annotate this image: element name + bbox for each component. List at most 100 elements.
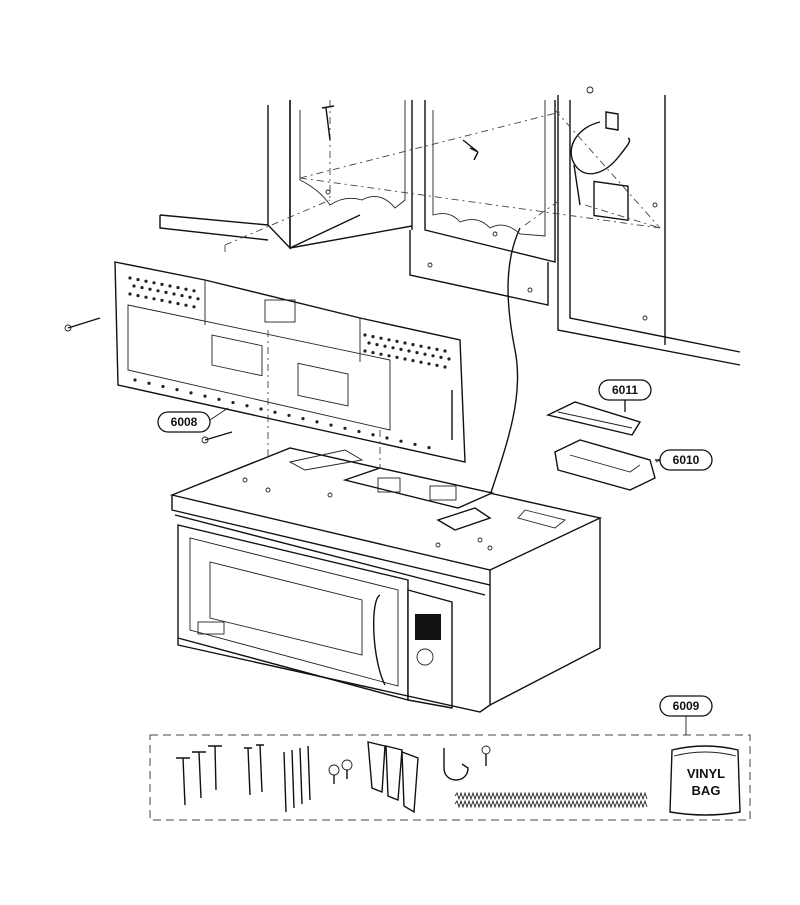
callout-6011: 6011 (598, 379, 652, 412)
anchor-icon (283, 745, 311, 813)
plate-perforation (391, 346, 395, 350)
small-screw-icon (328, 759, 353, 784)
plate-perforation (203, 394, 207, 398)
plate-perforation (363, 333, 367, 337)
plate-perforation (128, 276, 132, 280)
callout-6009: 6009 (659, 695, 713, 735)
toggle-wing-icon (367, 741, 419, 814)
plate-perforation (435, 363, 439, 367)
plate-perforation (423, 352, 427, 356)
vinyl-bag: VINYL BAG (669, 745, 741, 816)
plate-perforation (188, 295, 192, 299)
damper (545, 401, 642, 436)
plate-perforation (427, 362, 431, 366)
plate-perforation (144, 279, 148, 283)
wood-screw-icon (176, 745, 222, 806)
plate-perforation (395, 339, 399, 343)
plate-perforation (399, 347, 403, 351)
plate-perforation (411, 359, 415, 363)
plate-perforation (168, 284, 172, 288)
plate-perforation (343, 426, 347, 430)
plate-perforation (144, 295, 148, 299)
plate-perforation (387, 354, 391, 358)
plate-perforation (403, 341, 407, 345)
plate-perforation (371, 351, 375, 355)
plate-perforation (152, 281, 156, 285)
plate-perforation (136, 278, 140, 282)
plate-perforation (152, 297, 156, 301)
plate-perforation (367, 341, 371, 345)
cabinet-screw-icon (321, 105, 335, 141)
plate-perforation (427, 346, 431, 350)
plate-perforation (168, 300, 172, 304)
plate-perforation (148, 287, 152, 291)
plate-perforation (407, 349, 411, 353)
plate-perforation (192, 305, 196, 309)
plate-perforation (192, 289, 196, 293)
plate-perforation (156, 289, 160, 293)
plate-perforation (175, 388, 179, 392)
plate-perforation (184, 303, 188, 307)
cord-clamp-icon (443, 745, 491, 781)
microwave-oven (169, 447, 603, 713)
upper-cabinets (159, 86, 741, 366)
plate-perforation (385, 436, 389, 440)
plate-perforation (128, 292, 132, 296)
plate-perforation (136, 294, 140, 298)
plate-perforation (379, 352, 383, 356)
plate-perforation (287, 413, 291, 418)
plate-perforation (419, 360, 423, 364)
callout-6010: 6010 (655, 449, 713, 471)
plate-perforation (395, 355, 399, 359)
plate-screw-left-icon (64, 317, 101, 332)
plate-perforation (375, 343, 379, 347)
power-cord (479, 227, 521, 526)
plate-perforation (172, 292, 176, 296)
plate-perforation (184, 287, 188, 291)
plate-perforation (140, 286, 144, 290)
plate-perforation (273, 410, 277, 414)
plate-perforation (231, 400, 235, 405)
plate-perforation (245, 404, 249, 408)
plate-perforation (399, 439, 403, 443)
plate-perforation (160, 282, 164, 286)
plate-perforation (383, 344, 387, 348)
plate-perforation (329, 423, 333, 427)
plate-perforation (189, 391, 193, 395)
plate-perforation (217, 397, 221, 401)
plate-perforation (160, 298, 164, 302)
plate-perforation (419, 344, 423, 348)
part-number-6011: 6011 (612, 383, 638, 397)
plate-perforation (413, 442, 417, 446)
part-number-6009: 6009 (673, 699, 700, 713)
plate-perforation (443, 349, 447, 353)
plate-perforation (447, 357, 451, 361)
mounting-plate (114, 261, 466, 463)
long-screw-icon (244, 744, 264, 796)
hardware-kit: VINYL BAG (149, 734, 751, 821)
plate-perforation (415, 351, 419, 355)
plate-perforation (133, 378, 137, 382)
plate-perforation (371, 433, 375, 437)
plate-perforation (439, 355, 443, 359)
toggle-bolt-icon (462, 139, 479, 161)
plate-perforation (363, 349, 367, 353)
plate-screw-lower-icon (201, 431, 233, 444)
plate-perforation (196, 297, 200, 301)
plate-perforation (357, 429, 361, 434)
vinyl-bag-label-line2: BAG (692, 783, 721, 798)
plate-perforation (176, 302, 180, 306)
plate-perforation (161, 384, 165, 389)
plate-perforation (180, 294, 184, 298)
plate-perforation (403, 357, 407, 361)
plate-perforation (371, 335, 375, 339)
plate-perforation (411, 343, 415, 347)
plate-perforation (315, 420, 319, 424)
plate-perforation (387, 338, 391, 342)
plate-perforation (435, 347, 439, 351)
plate-perforation (427, 446, 431, 450)
callout-6008: 6008 (157, 407, 229, 433)
part-number-6008: 6008 (171, 415, 198, 429)
plate-perforation (379, 336, 383, 340)
